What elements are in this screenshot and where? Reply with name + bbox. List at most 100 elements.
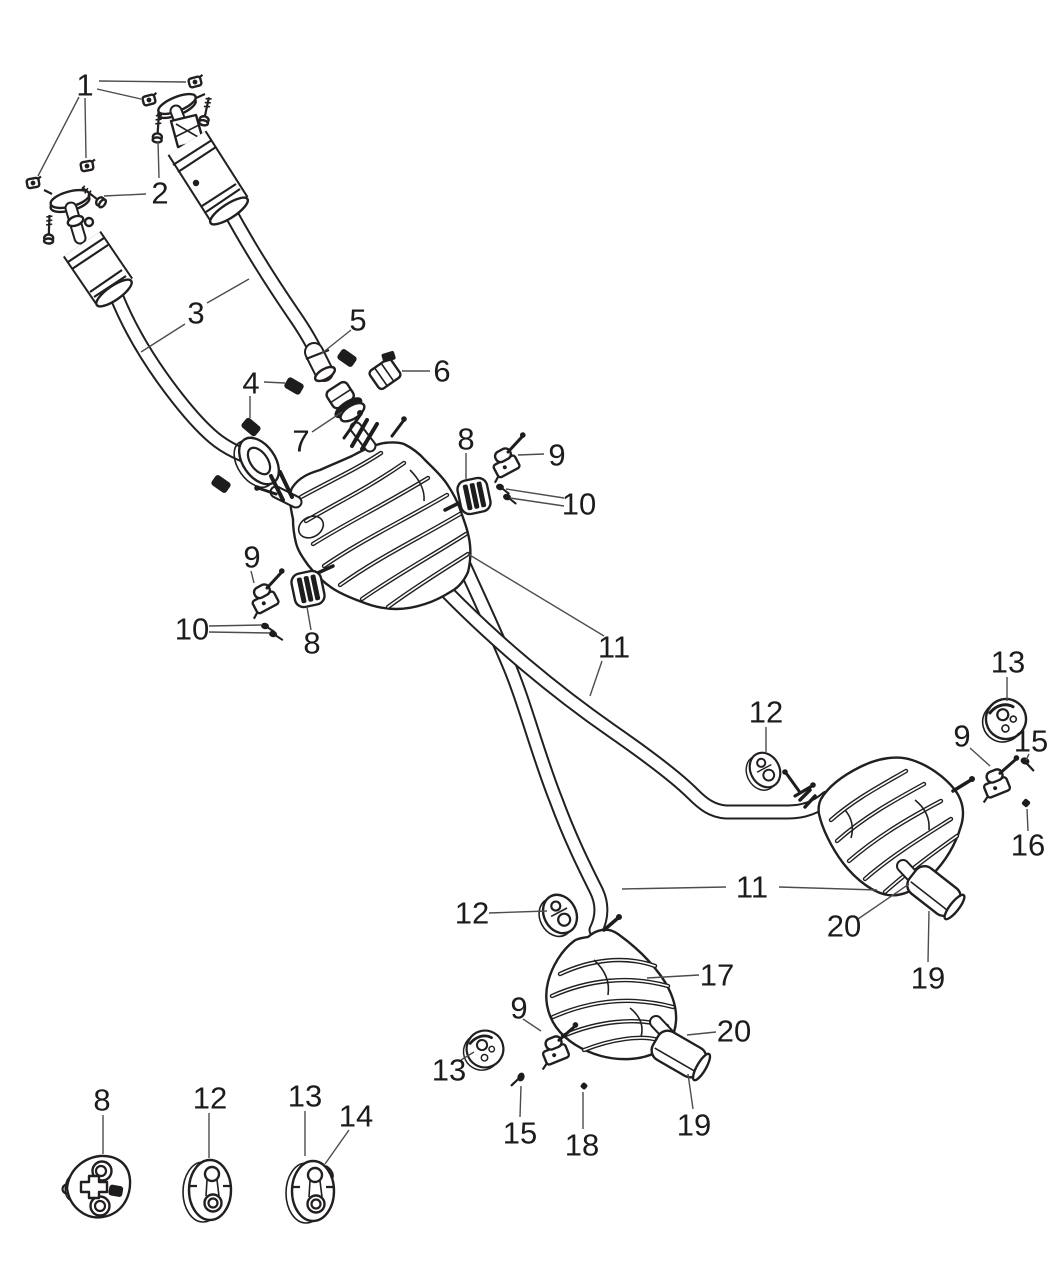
callout-label-1: 1 <box>76 68 93 103</box>
leader-line-15 <box>519 1085 522 1118</box>
leader-line-11 <box>621 886 727 890</box>
flange-bolts <box>42 97 212 245</box>
intermediate-pipe-left <box>449 541 609 938</box>
callout-label-19: 19 <box>677 1108 711 1143</box>
callout-label-12: 12 <box>193 1081 227 1116</box>
leader-line-10 <box>505 488 565 499</box>
leader-line-19 <box>927 910 930 963</box>
callout-label-9: 9 <box>243 540 260 575</box>
callout-label-15: 15 <box>503 1116 537 1151</box>
callout-label-9: 9 <box>548 438 565 473</box>
muffler-right <box>782 756 975 897</box>
leader-line-3 <box>206 278 250 304</box>
leader-line-20 <box>857 883 910 920</box>
leader-line-7 <box>311 411 343 433</box>
leader-line-3 <box>140 323 186 353</box>
hanger-bracket-left <box>251 568 285 620</box>
catalytic-converter-left <box>43 188 134 308</box>
leader-line-1 <box>98 80 187 83</box>
center-resonator <box>254 410 472 611</box>
callout-label-18: 18 <box>565 1128 599 1163</box>
intermediate-pipe-right <box>439 584 835 820</box>
callout-label-17: 17 <box>700 958 734 993</box>
tailpipe-bottom <box>649 1015 712 1082</box>
callout-label-6: 6 <box>433 354 450 389</box>
leader-line-1 <box>84 97 87 159</box>
nut-16 <box>1021 798 1031 808</box>
leader-line-15 <box>1025 753 1030 761</box>
callout-label-11: 11 <box>736 870 768 905</box>
leader-line-9 <box>250 570 255 584</box>
pipe-ball-flare <box>325 380 366 423</box>
leader-line-16 <box>1026 808 1029 832</box>
isolator-13-bottom <box>462 1029 505 1071</box>
callout-label-8: 8 <box>303 626 320 661</box>
callout-label-8: 8 <box>457 422 474 457</box>
leader-line-12 <box>488 910 548 914</box>
callout-label-9: 9 <box>510 991 527 1026</box>
flange-fork <box>269 470 294 502</box>
isolator-12-right <box>745 751 782 791</box>
leader-line-11 <box>589 660 603 697</box>
hanger-pin <box>793 784 814 798</box>
leader-line-9 <box>522 1018 542 1032</box>
callout-label-13: 13 <box>991 645 1025 680</box>
callout-label-11: 11 <box>598 630 630 665</box>
flange-fork <box>798 788 817 809</box>
callout-label-3: 3 <box>187 296 204 331</box>
screw-pair-top <box>496 483 517 505</box>
callout-label-10: 10 <box>175 612 209 647</box>
leader-line-10 <box>509 497 565 507</box>
leader-line-11 <box>467 553 605 637</box>
leader-line-1 <box>96 88 142 100</box>
hanger-bracket-right <box>982 755 1020 804</box>
isolator-14-tab <box>325 1165 334 1180</box>
leader-line-20 <box>686 1031 717 1036</box>
pipe-flange <box>233 436 281 488</box>
callout-label-13: 13 <box>432 1053 466 1088</box>
flange-nuts <box>25 74 204 190</box>
isolator-12-standalone <box>182 1158 233 1223</box>
leader-line-10 <box>208 631 271 634</box>
callout-label-20: 20 <box>717 1014 751 1049</box>
tailpipe-tip-bottom <box>650 1029 712 1082</box>
gasket-seals <box>211 349 357 493</box>
front-pipe-right <box>220 200 325 362</box>
leader-line-4 <box>263 381 286 384</box>
callout-label-20: 20 <box>827 909 861 944</box>
callout-label-4: 4 <box>242 366 259 401</box>
leader-line-10 <box>208 624 262 627</box>
insulator-block-left <box>290 569 326 609</box>
isolator-12-bottom <box>538 893 579 938</box>
screw-15-right <box>1020 757 1035 772</box>
hanger-pin <box>602 916 620 932</box>
isolator-13-standalone <box>285 1159 336 1224</box>
hanger-bracket-bottom <box>541 1022 579 1071</box>
leader-line-5 <box>320 329 352 355</box>
leader-line-14 <box>324 1129 350 1165</box>
callout-label-15: 15 <box>1014 724 1048 759</box>
isolator-13-right <box>981 697 1028 743</box>
callout-label-8: 8 <box>93 1083 110 1118</box>
front-pipe-left <box>108 287 251 463</box>
hanger-bracket-top <box>492 432 526 484</box>
sensor-port <box>192 179 200 187</box>
leader-line-9 <box>969 747 991 767</box>
callout-label-12: 12 <box>749 695 783 730</box>
leader-line-2 <box>103 193 147 197</box>
callout-label-2: 2 <box>151 176 168 211</box>
callout-label-7: 7 <box>292 424 309 459</box>
catalytic-converter-right <box>157 92 250 226</box>
callout-label-12: 12 <box>455 896 489 931</box>
callout-label-10: 10 <box>562 487 596 522</box>
exhaust-clamp <box>368 350 402 391</box>
leader-line-2 <box>157 140 160 179</box>
callout-label-16: 16 <box>1011 828 1045 863</box>
flange-fork <box>350 418 379 451</box>
leader-line-19 <box>687 1073 694 1110</box>
leader-line-13 <box>460 1051 475 1061</box>
pipe-flare-end <box>304 342 337 383</box>
screw-pair-left <box>261 622 284 641</box>
